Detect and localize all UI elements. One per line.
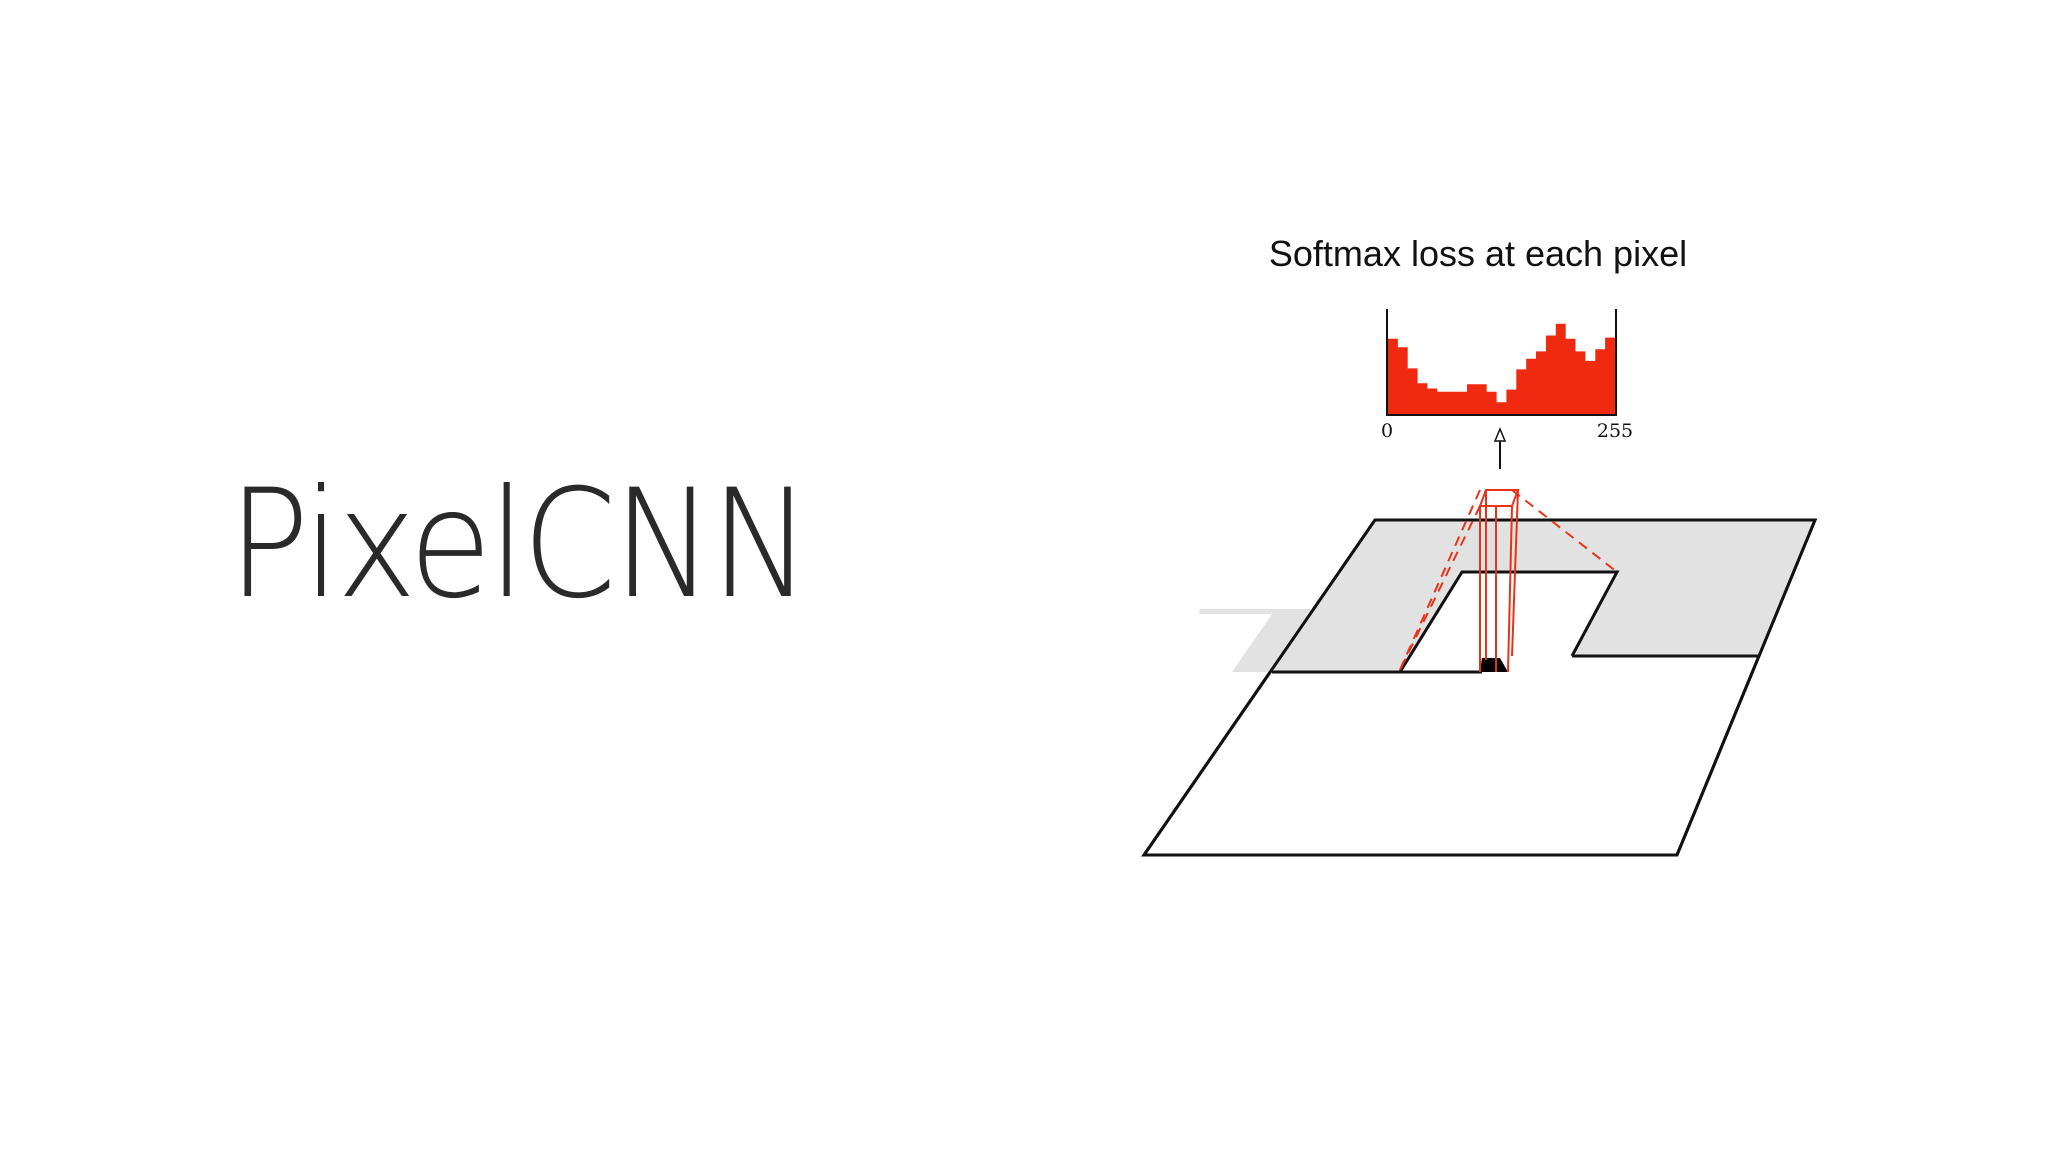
diagram-caption: Softmax loss at each pixel (1269, 233, 1687, 274)
histogram-x-min-label: 0 (1381, 420, 1393, 442)
histogram-x-max-label: 255 (1597, 420, 1633, 442)
receptive-field-projection (1398, 489, 1618, 673)
softmax-histogram: 0 255 (1381, 309, 1633, 442)
slide-title: PixelCNN (228, 458, 811, 632)
current-pixel (1480, 658, 1508, 672)
context-region-left-row (1272, 520, 1815, 672)
histogram-bars (1388, 323, 1615, 415)
pixel-column (1478, 489, 1520, 673)
image-plane-outline (1141, 518, 1818, 857)
up-arrow-icon (1493, 427, 1507, 469)
receptive-field-outline (1398, 570, 1620, 673)
